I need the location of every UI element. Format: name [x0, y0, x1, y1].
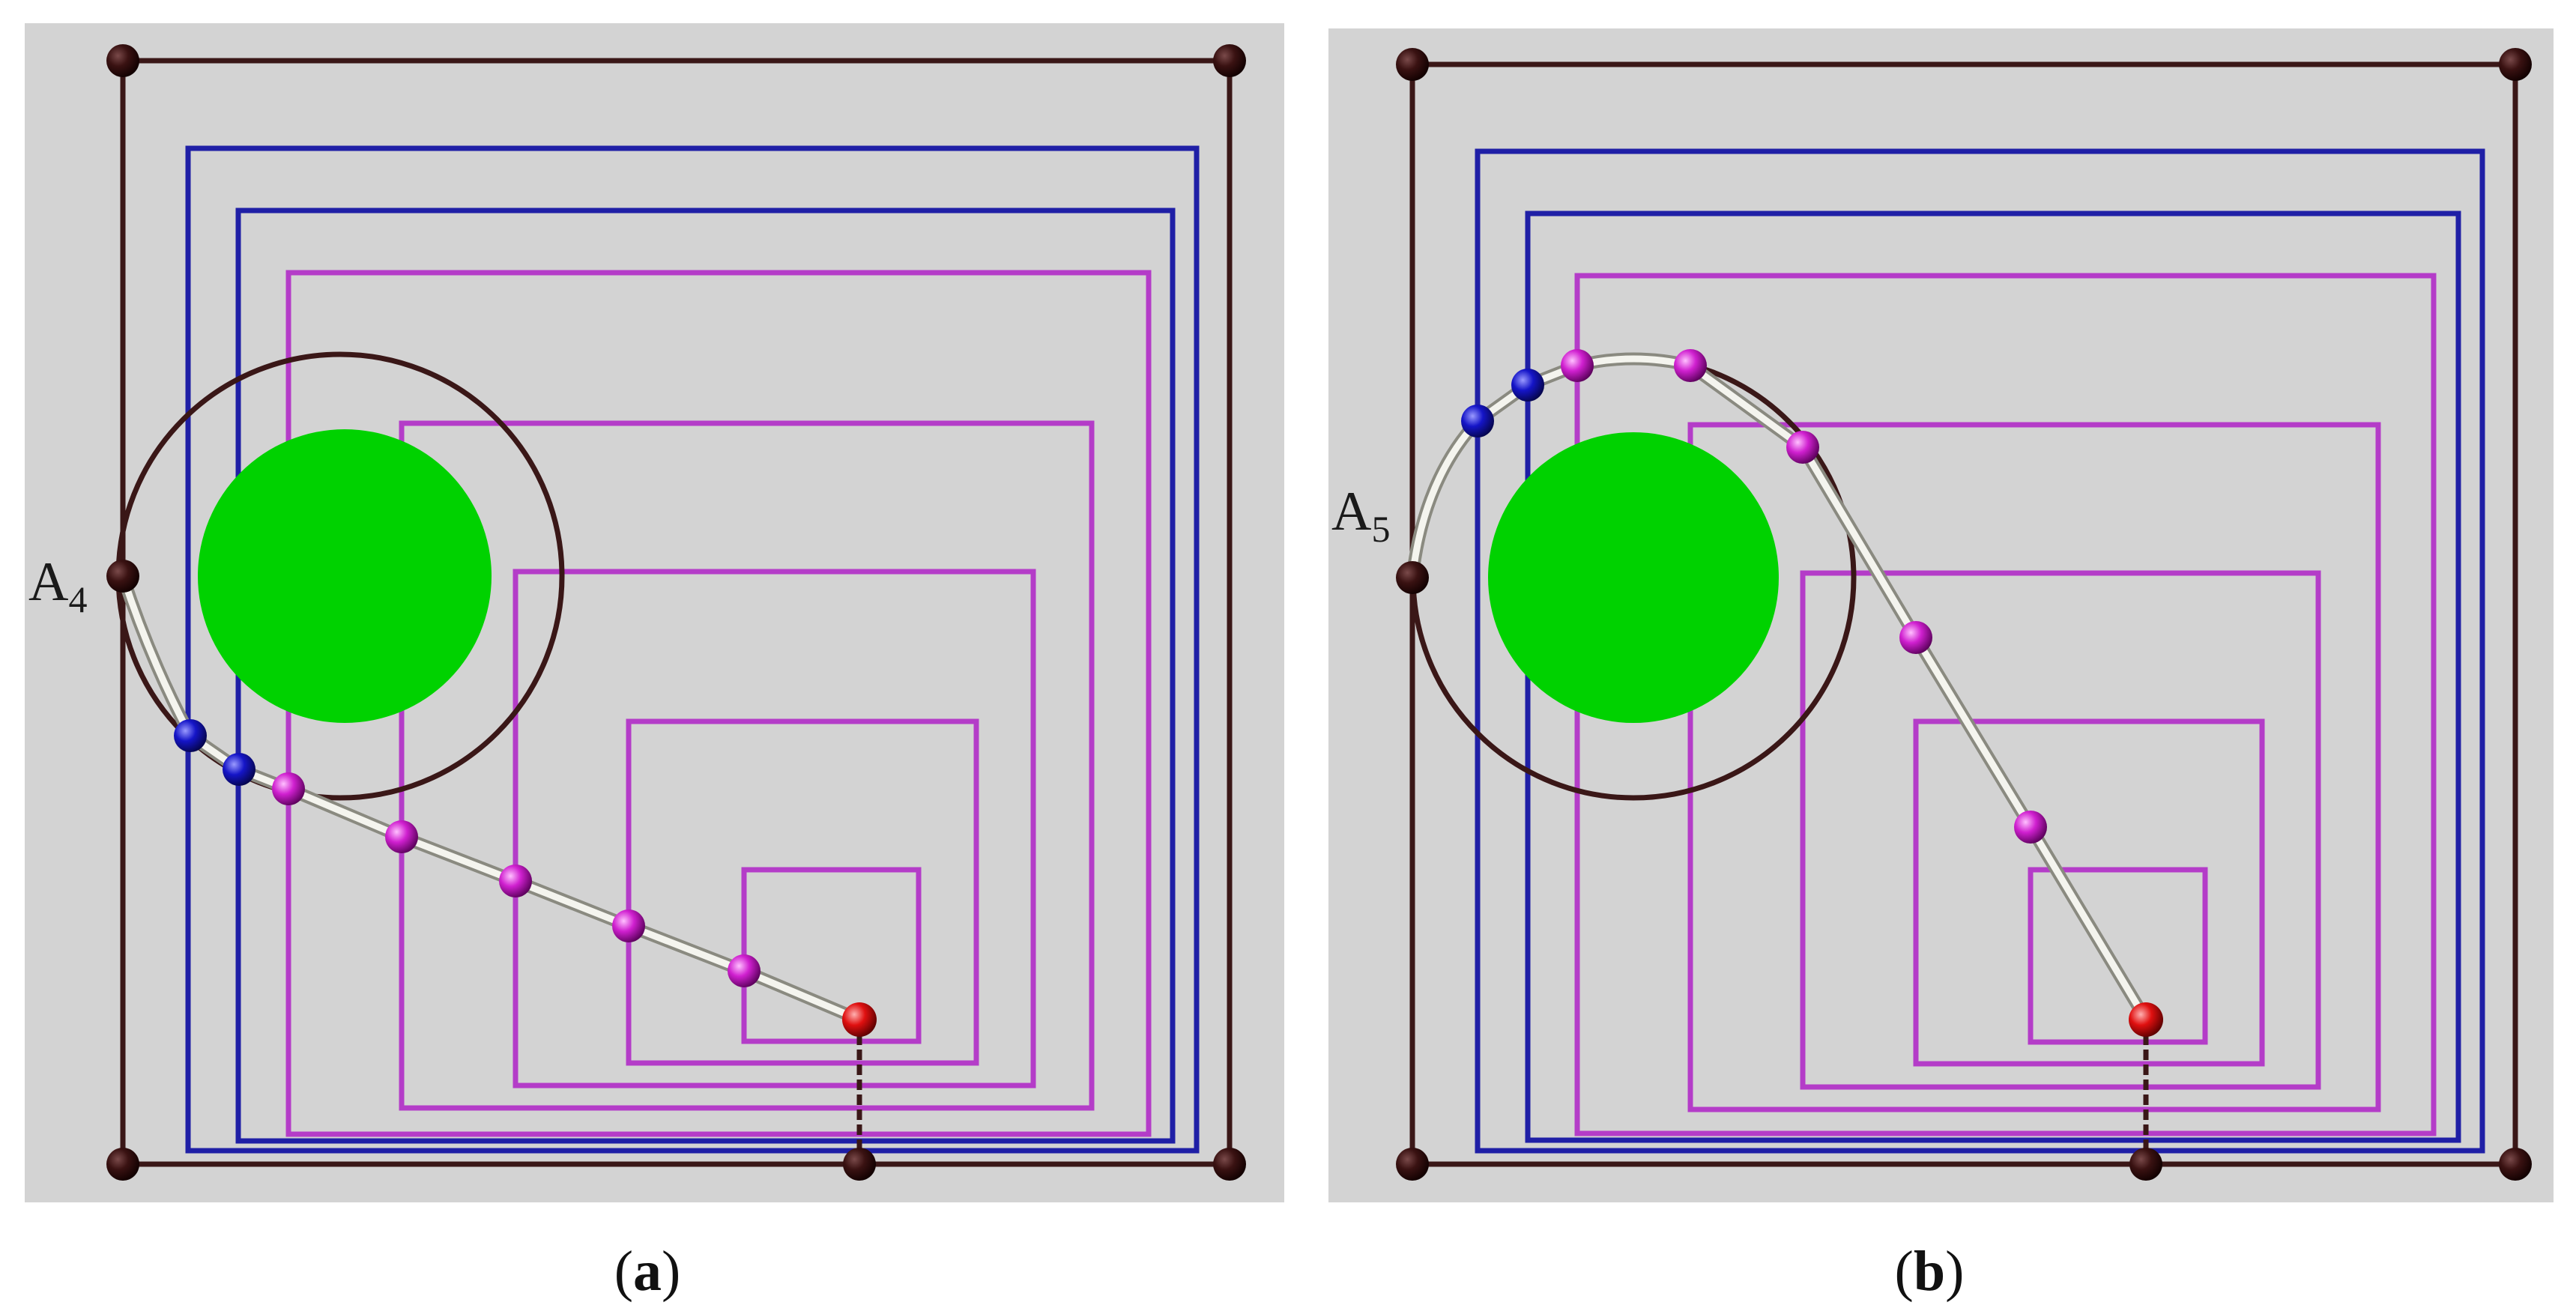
- panel-b-magenta-rect-4: [1913, 718, 2265, 1067]
- panel-b-magenta-node-5: [2014, 811, 2047, 844]
- panel-b-corner-node-top-left: [1396, 48, 1429, 81]
- panel-b-caption-close: ): [1945, 1240, 1964, 1303]
- panel-a-nodes: [106, 44, 1246, 1181]
- panel-b-magenta-node-4: [1899, 621, 1932, 654]
- panel-b-point-label-base: A: [1331, 481, 1371, 542]
- panel-b-outer-frame: [1409, 61, 2518, 1167]
- panel-a-point-label: A4: [28, 551, 87, 620]
- panel-b-magenta-rect-3: [1800, 570, 2321, 1090]
- panel-a-magenta-rect-4: [626, 718, 979, 1066]
- panel-a-caption-letter: a: [633, 1240, 662, 1303]
- panel-b-end-node: [2129, 1002, 2163, 1037]
- panel-a-corner-node-bottom-left: [106, 1148, 139, 1181]
- panel-b-caption-letter: b: [1914, 1240, 1945, 1303]
- panel-b-magenta-rect-2: [1687, 422, 2381, 1112]
- panel-a-rope: [116, 569, 866, 1026]
- panel-b-magenta-rect-5: [2028, 867, 2208, 1045]
- panel-b-obstacle: [1488, 432, 1779, 723]
- panel-a-magenta-node-4: [612, 909, 645, 942]
- panel-a-anchor-node-bottom: [843, 1148, 876, 1181]
- panel-a-point-label-sub: 4: [68, 578, 87, 620]
- panel-b-blue-rect-1: [1475, 148, 2485, 1154]
- panel-a-magenta-node-5: [728, 954, 761, 987]
- panel-b-magenta-node-3: [1786, 431, 1819, 464]
- panel-a-magenta-node-1: [272, 772, 305, 805]
- panel-a-caption-close: ): [662, 1240, 680, 1303]
- panel-a-magenta-rect-2: [399, 420, 1095, 1111]
- panel-b-blue-node-2: [1511, 369, 1544, 402]
- panel-b-magenta-node-2: [1674, 349, 1707, 382]
- panel-a-corner-node-bottom-right: [1213, 1148, 1246, 1181]
- panel-b-point-label-sub: 5: [1371, 508, 1390, 550]
- panel-b-corner-node-bottom-right: [2499, 1148, 2532, 1181]
- panel-b-corner-node-bottom-left: [1396, 1148, 1429, 1181]
- panel-b: A5 (b): [1328, 28, 2554, 1303]
- panel-a-magenta-node-2: [385, 820, 418, 853]
- panel-a-blue-node-2: [223, 753, 256, 786]
- panel-b-point-label: A5: [1331, 481, 1390, 550]
- panel-a-anchor-node-a4: [106, 560, 139, 593]
- panel-a: A4 (a): [25, 23, 1284, 1303]
- panel-a-caption: (a): [614, 1240, 681, 1303]
- panel-b-anchor-node-a5: [1396, 561, 1429, 594]
- panel-a-corner-node-top-right: [1213, 44, 1246, 77]
- panel-a-blue-node-1: [174, 719, 207, 752]
- panel-a-obstacle: [198, 429, 492, 723]
- panel-a-blue-rect-1: [185, 145, 1200, 1154]
- panel-b-blue-node-1: [1461, 405, 1494, 437]
- panel-b-anchor-node-bottom: [2129, 1148, 2162, 1181]
- panel-a-corner-node-top-left: [106, 44, 139, 77]
- panel-b-magenta-node-1: [1561, 349, 1594, 382]
- panel-a-magenta-node-3: [499, 865, 532, 897]
- panel-a-end-node: [842, 1002, 877, 1037]
- panel-a-caption-open: (: [614, 1240, 633, 1303]
- panel-b-nodes: [1396, 48, 2532, 1181]
- panel-b-corner-node-top-right: [2499, 48, 2532, 81]
- panel-b-caption-open: (: [1895, 1240, 1914, 1303]
- panel-a-point-label-base: A: [28, 551, 68, 613]
- panel-b-caption: (b): [1895, 1240, 1965, 1303]
- panel-a-magenta-rect-3: [513, 569, 1036, 1088]
